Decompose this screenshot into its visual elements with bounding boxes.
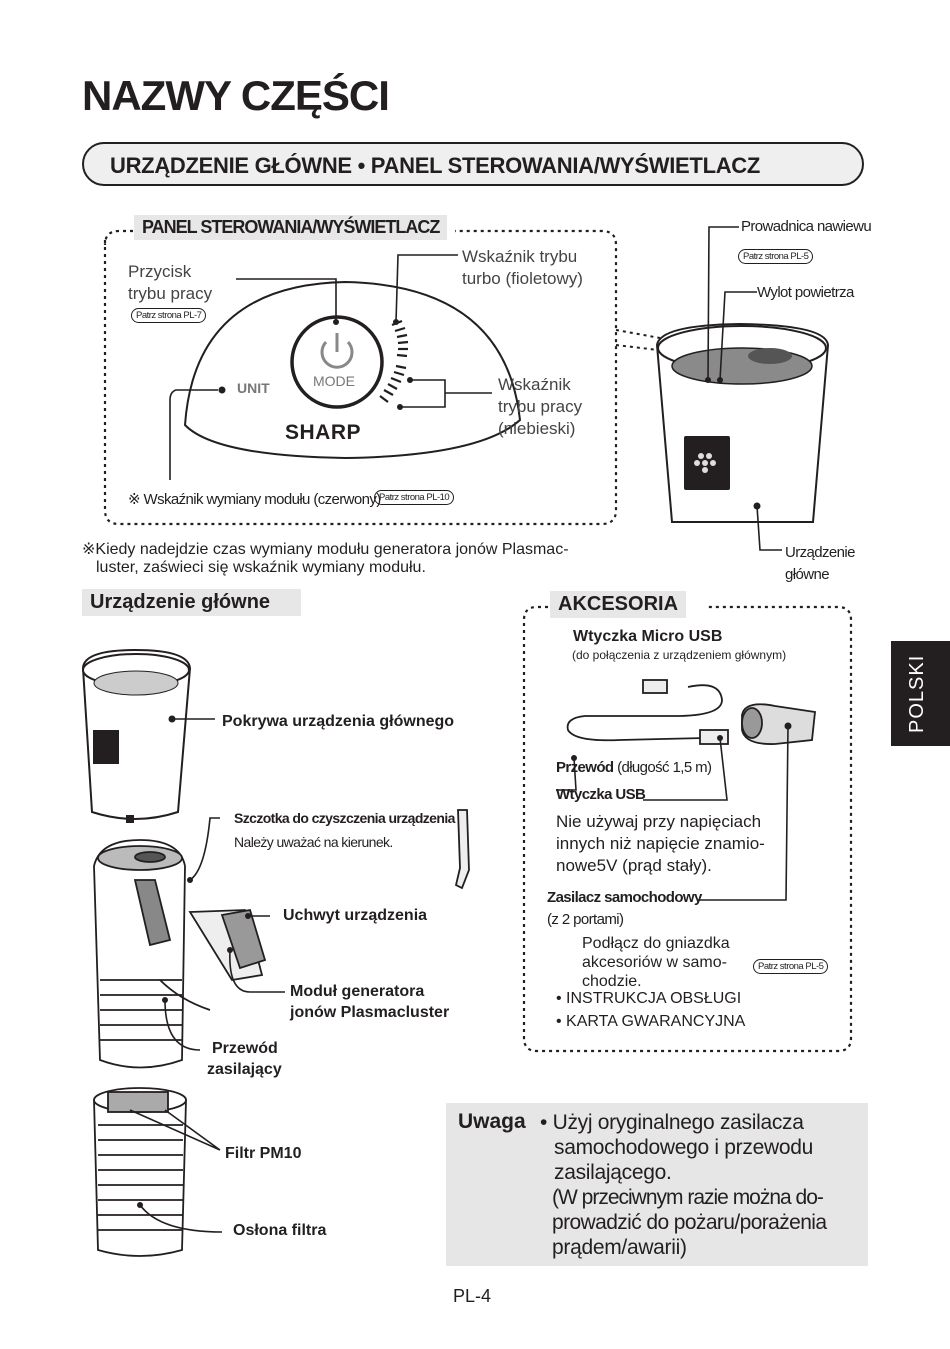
voltage-warning-3: nowe5V (prąd stały). [556, 856, 712, 875]
item-warranty: • KARTA GWARANCYJNA [556, 1013, 746, 1030]
usb-plug-label: Wtyczka USB [556, 786, 646, 803]
power-icon [320, 340, 354, 369]
usb-cable-drawing [566, 679, 816, 745]
cable-length: (długość 1,5 m) [617, 759, 712, 776]
main-unit-drawing [655, 322, 830, 523]
micro-usb-note: (do połączenia z urządzeniem głównym) [572, 648, 787, 662]
socket-ref: Patrz strona PL-5 [753, 959, 829, 974]
operation-indicator [379, 364, 407, 403]
holder-label: Uchwyt urządzenia [283, 907, 428, 924]
car-adapter-label: Zasilacz samochodowy [547, 889, 702, 906]
socket-instruction-3: chodzie. [582, 973, 642, 990]
op-label-3: (niebieski) [498, 419, 576, 438]
internal-assembly-drawing [93, 839, 211, 1069]
caution-text: • Użyj oryginalnego zasilacza samochodow… [540, 1110, 827, 1260]
cord-label-1: Przewód [212, 1040, 278, 1057]
car-adapter-ports: (z 2 portami) [547, 911, 624, 928]
unit-text: UNIT [237, 380, 270, 396]
accessories-heading: AKCESORIA [550, 591, 687, 618]
socket-instruction-1: Podłącz do gniazdka [582, 935, 730, 952]
section-banner: URZĄDZENIE GŁÓWNE • PANEL STEROWANIA/WYŚ… [82, 142, 864, 186]
footnote-line-2: luster, zaświeci się wskaźnik wymiany mo… [96, 559, 426, 576]
language-tab: POLSKI [891, 641, 950, 746]
voltage-warning-1: Nie używaj przy napięciach [556, 812, 762, 831]
cover-label: Pokrywa urządzenia głównego [222, 713, 455, 730]
main-unit-heading: Urządzenie główne [82, 589, 301, 616]
cover-drawing [81, 648, 192, 823]
page-title: NAZWY CZĘŚCI [82, 72, 390, 119]
filter-cover-label: Osłona filtra [233, 1222, 327, 1239]
brush-label: Szczotka do czyszczenia urządzenia [234, 810, 455, 826]
item-manual: • INSTRUKCJA OBSŁUGI [556, 990, 742, 1007]
cable-label: Przewód (długość 1,5 m) [556, 759, 712, 776]
voltage-warning-2: innych niż napięcie znamio- [556, 834, 765, 853]
module-label-1: Moduł generatora [290, 983, 425, 1000]
module-label-2: jonów Plasmacluster [290, 1004, 450, 1021]
footnote-line-1: ※Kiedy nadejdzie czas wymiany modułu gen… [82, 541, 569, 558]
unit-note: ※ Wskaźnik wymiany modułu (czerwony) [128, 491, 381, 508]
cord-label-2: zasilający [207, 1061, 282, 1078]
air-outlet-label: Wylot powietrza [757, 284, 854, 301]
caution-label: Uwaga [458, 1110, 526, 1133]
air-guide-ref: Patrz strona PL-5 [738, 249, 814, 264]
turbo-label-2: turbo (fioletowy) [462, 269, 583, 288]
main-unit-label-1: Urządzenie [785, 544, 855, 561]
cable-label-bold: Przewód [556, 759, 614, 776]
caution-line-6: prądem/awarii) [552, 1236, 687, 1259]
caution-line-5: prowadzić do pożaru/porażenia [552, 1211, 827, 1234]
mode-button-label-2: trybu pracy [128, 284, 213, 303]
page-number: PL-4 [453, 1286, 492, 1306]
socket-instruction-2: akcesoriów w samo- [582, 954, 727, 971]
micro-usb-label: Wtyczka Micro USB [573, 628, 723, 645]
panel-dotted-frame [103, 229, 618, 526]
caution-line-1: • Użyj oryginalnego zasilacza [540, 1111, 804, 1134]
turbo-label-1: Wskaźnik trybu [462, 247, 578, 266]
caution-line-2: samochodowego i przewodu [554, 1136, 813, 1159]
mode-text: MODE [313, 373, 355, 389]
op-label-2: trybu pracy [498, 397, 583, 416]
panel-heading: PANEL STEROWANIA/WYŚWIETLACZ [134, 215, 448, 240]
holder-drawing [188, 908, 267, 981]
mode-button-label-1: Przycisk [128, 262, 192, 281]
op-label-1: Wskaźnik [498, 375, 571, 394]
caution-box [446, 1103, 868, 1266]
mode-button-circle [290, 315, 384, 409]
main-unit-label-2: główne [785, 566, 830, 583]
socket-instruction: Podłącz do gniazdka akcesoriów w samo- c… [582, 934, 730, 991]
filter-drawing [93, 1087, 187, 1257]
brand-logo: SHARP [285, 421, 362, 444]
unit-note-ref: Patrz strona PL-10 [374, 490, 455, 505]
caution-line-3: zasilającego. [554, 1161, 672, 1184]
mode-button-ref: Patrz strona PL-7 [131, 308, 207, 323]
section-banner-text: URZĄDZENIE GŁÓWNE • PANEL STEROWANIA/WYŚ… [110, 153, 761, 178]
voltage-warning: Nie używaj przy napięciach innych niż na… [556, 811, 765, 877]
air-guide-label: Prowadnica nawiewu [741, 218, 872, 235]
brush-note: Należy uważać na kierunek. [234, 834, 393, 850]
caution-line-4: (W przeciwnym razie można do- [552, 1186, 824, 1209]
language-tab-label: POLSKI [906, 654, 928, 733]
filter-label: Filtr PM10 [225, 1145, 302, 1162]
